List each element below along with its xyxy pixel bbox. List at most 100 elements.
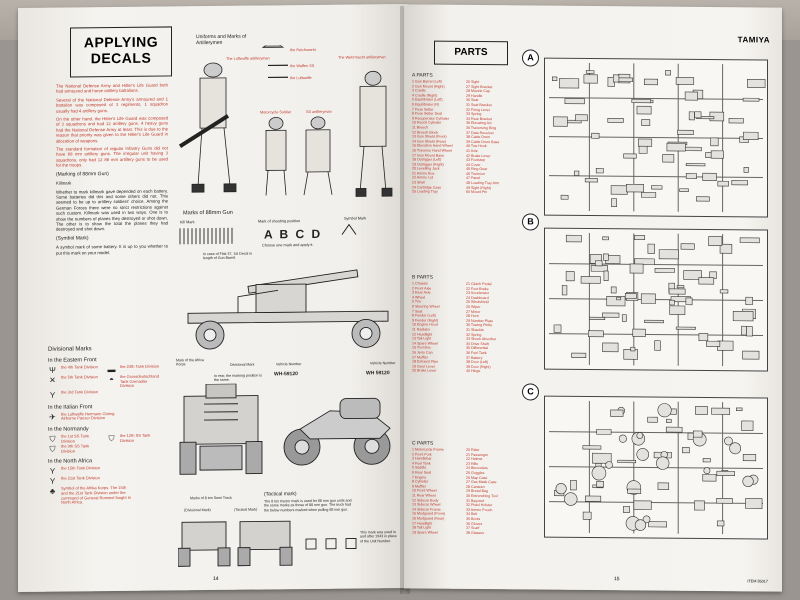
division-row: ⛉ the 9th SS Tank Division: [48, 443, 173, 454]
part-item: 25 Loading Tray: [412, 189, 438, 194]
division-row: Y the 3rd Tank Division: [48, 389, 173, 400]
sprue-runner: [549, 333, 763, 336]
sprue-part: [742, 131, 759, 141]
sprue-part: [680, 243, 695, 250]
sprue-part: [621, 314, 627, 322]
body-text: The National Defense Army and Hitler's L…: [56, 82, 168, 258]
sprue-part: [595, 260, 603, 267]
sprue-part: [585, 70, 595, 74]
sprue-part: [633, 500, 652, 510]
sprue-part: [605, 461, 613, 469]
division-row: ✈ the Luftwaffe Hermann Göring Airborne …: [48, 411, 173, 422]
tank-icon: ▬: [107, 365, 116, 375]
sprue-runner: [549, 263, 763, 266]
decal-note: This mark was used in and after 1943 in …: [360, 530, 397, 544]
sprue-part: [561, 285, 568, 296]
sprue-part: [739, 237, 760, 244]
body-paragraph: On the other hand, the Hitler's Life Gua…: [56, 115, 168, 144]
label-wehrmacht: The Wehrmacht artilleryman: [338, 55, 386, 59]
shield-icon: ⛉: [108, 434, 115, 444]
kill-mark-decal: [179, 227, 233, 245]
sprue-part: [683, 270, 702, 280]
label-luftwaffe: the Luftwaffe: [290, 76, 312, 80]
instruction-booklet: APPLYING DECALS Uniforms and Marks of Ar…: [18, 3, 782, 594]
sprue-part: [685, 163, 706, 167]
division-row: ✕ the 5th Tank Division ◓ the Grossdeuts…: [48, 374, 173, 389]
front-heading: In the Italian Front: [48, 404, 93, 411]
part-item: 50 Mount Pin: [466, 190, 488, 195]
marking-paragraph: Whether to mark killmark gave depended o…: [56, 187, 168, 232]
sprue-part: [654, 267, 675, 273]
rear-note: In rear, the marking position is the sam…: [214, 373, 262, 383]
sprue-part: [732, 311, 754, 322]
division-row: ♣ Symbol of the Afrika Korps. The 15th a…: [48, 485, 173, 506]
sprue-part: [637, 138, 653, 147]
parts-list-a: A PARTS 1 Gun Barrel (Left)2 Gun Mount (…: [412, 72, 516, 195]
sprue-part: [641, 191, 657, 198]
flak-note: In case of Flak 37, 1st Decal in length …: [203, 251, 253, 261]
choose-note: Choose one mark and apply it.: [262, 242, 314, 248]
symbol-mark-label: Symbol Mark: [344, 216, 367, 221]
kill-mark-label: Kill Mark: [180, 220, 195, 225]
sprue-part: [742, 454, 757, 462]
sprue-part: [624, 293, 637, 299]
sprue-part: [665, 70, 671, 76]
palm-icon: ♣: [49, 486, 56, 497]
sprue-part: [693, 430, 703, 438]
sprue-part: [584, 178, 598, 183]
sprue-part: [603, 270, 609, 282]
sprue-part: [629, 263, 644, 274]
sprue-part: [575, 114, 588, 122]
sprue-runner: [549, 298, 763, 301]
sprue-part: [735, 407, 743, 412]
division-row: Y the 15th Tank Division: [48, 466, 173, 477]
sprue-part: [590, 265, 608, 272]
part-item: 40 Hinge: [466, 369, 481, 374]
sprue-part: [657, 482, 670, 490]
sprue-part: [596, 480, 604, 488]
sprue-part: [644, 78, 658, 86]
sprue-part: [647, 416, 658, 423]
front-heading: In the Normandy: [48, 426, 89, 433]
sprue-part: [641, 119, 651, 126]
vehicle-number-label: Vehicle Number: [370, 361, 396, 366]
sprue-part: [602, 253, 609, 261]
divisional-marks-heading: Divisional Marks: [48, 346, 92, 353]
sprue-part: [564, 492, 578, 506]
label-ss-artilleryman: SS artilleryman: [306, 110, 332, 114]
sprue-part: [634, 235, 646, 241]
sprue-part: [570, 479, 577, 491]
parts-heading: PARTS: [434, 40, 508, 66]
artillerymen-figures: The Luftwaffe artilleryman the Reichsweh…: [178, 44, 393, 197]
divisional-mark-label: Divisional Mark: [230, 362, 255, 367]
sprue-part: [708, 236, 723, 247]
sprue-part: [682, 447, 690, 454]
sprue-part: [640, 293, 656, 304]
page-number-left: 14: [213, 575, 219, 582]
division-row: ⛉ the 1st SS Tank Division ⛉ the 12th SS…: [48, 433, 173, 444]
sprue-part: [719, 243, 733, 254]
part-item: 20 Brake Lever: [412, 368, 437, 373]
motorcycle-sidecar: [283, 397, 391, 466]
sprue-part: [717, 180, 729, 187]
sprue-part: [724, 436, 733, 446]
sprue-part: [677, 129, 694, 135]
division-label: the 1st SS Tank Division: [61, 433, 89, 444]
sprue-part: [623, 153, 637, 159]
title-box: APPLYING DECALS: [70, 26, 172, 78]
sprue-runner: [549, 175, 763, 178]
part-item: 19 Spare Wheel: [412, 530, 438, 535]
shield-icon: ⛉: [49, 434, 56, 444]
sprue-runner: [549, 466, 763, 469]
division-label: the 21st Tank Division: [61, 475, 100, 481]
sprue-part: [648, 521, 668, 528]
sprue-part: [610, 185, 628, 195]
part-item: 38 Glasses: [466, 530, 484, 535]
sprue-part: [745, 498, 763, 509]
sprue-part: [666, 418, 672, 423]
right-page: PARTS TAMIYA A PARTS 1 Gun Barrel (Left)…: [404, 4, 782, 592]
sprue-a: [544, 57, 768, 218]
sprue-part: [716, 520, 725, 527]
tactical-heading: (Tactical mark): [264, 491, 297, 498]
label-waffen-ss: the Waffen SS: [290, 64, 315, 68]
